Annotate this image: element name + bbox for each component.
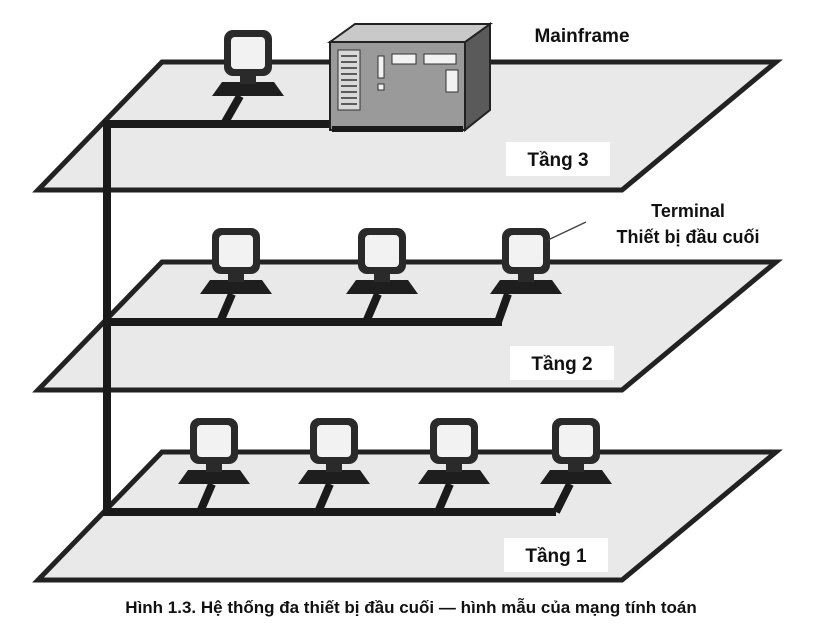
floor-1-label-box [504,538,608,572]
mainframe-label: Mainframe [534,26,629,47]
mainframe-icon [326,22,494,133]
floor-2-label-box [510,346,614,380]
floor-3-cables [103,94,335,128]
floor-1-label: Tầng 1 [525,546,587,567]
floor-3-label: Tầng 3 [527,150,588,171]
terminal-vi-label: Thiết bị đầu cuối [617,227,760,247]
terminal-pointer-line [547,221,587,241]
terminal-label: Terminal [651,201,725,221]
floor-1-cables [103,482,574,516]
floor-2-cables [103,292,512,326]
floor-3-label-box [506,142,610,176]
floor-2-label: Tầng 2 [531,354,592,375]
figure-caption: Hình 1.3. Hệ thống đa thiết bị đầu cuối … [125,598,697,617]
